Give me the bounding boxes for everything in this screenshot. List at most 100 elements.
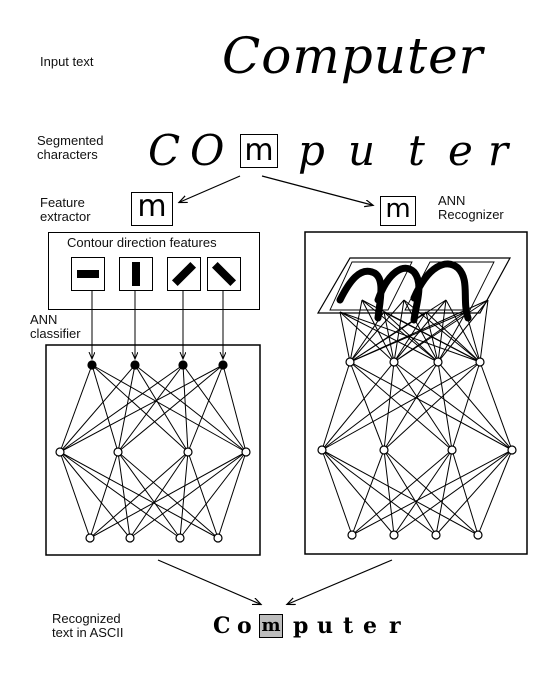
classifier-edge: [89, 451, 247, 539]
recognizer-input-node: [475, 357, 485, 367]
feature-diagonal-down-icon: [207, 257, 241, 291]
segmented-char: O: [190, 126, 225, 175]
recognizer-edge: [437, 299, 489, 363]
recognizer-char-box: m: [380, 196, 416, 226]
classifier-edge: [117, 364, 224, 453]
classifier-input-node: [130, 360, 140, 370]
network-edges: [59, 290, 513, 539]
recognizer-output-node: [347, 530, 357, 540]
classifier-edge: [217, 451, 247, 539]
classifier-edge: [59, 451, 91, 539]
recognizer-edge: [435, 449, 453, 536]
label-segmented-characters: Segmented characters: [37, 133, 104, 162]
recognizer-edge: [339, 311, 351, 363]
recognizer-edge: [349, 299, 447, 363]
segmented-char: C: [148, 126, 181, 175]
recognizer-output-node: [389, 530, 399, 540]
recognizer-edge: [437, 311, 467, 363]
recognizer-edge: [383, 361, 395, 451]
classifier-edge: [89, 451, 189, 539]
recognizer-edge: [437, 361, 453, 451]
label-input-text: Input text: [40, 54, 94, 69]
classifier-input-node: [218, 360, 228, 370]
recognizer-edge: [465, 311, 481, 363]
recognizer-hidden-node: [507, 445, 517, 455]
recognizer-input-node: [389, 357, 399, 367]
arrow-from-classifier: [157, 559, 260, 604]
classifier-edge: [59, 364, 93, 453]
classifier-output-node: [175, 533, 185, 543]
recognizer-edge: [383, 449, 395, 536]
arrow-to-feature-extractor: [180, 175, 241, 202]
recognized-char: o: [237, 613, 252, 639]
classifier-edge: [179, 451, 189, 539]
recognizer-edge: [479, 299, 489, 363]
recognizer-edge: [435, 449, 513, 536]
recognizer-edge: [383, 361, 481, 451]
recognizer-edge: [349, 311, 385, 363]
recognized-char: u: [317, 613, 333, 639]
classifier-edge: [59, 451, 181, 539]
recognizer-hidden-node: [447, 445, 457, 455]
classifier-edge: [129, 451, 247, 539]
label-ann-classifier: ANN classifier: [30, 312, 81, 341]
segmented-char-highlight: m: [240, 134, 278, 168]
classifier-edge: [59, 451, 131, 539]
recognizer-edge: [393, 361, 513, 451]
recognized-output-row: C o m p u t e r: [213, 612, 433, 640]
recognizer-edge: [393, 311, 427, 363]
recognized-char: C: [213, 613, 231, 639]
classifier-output-node: [85, 533, 95, 543]
classifier-edge: [182, 364, 247, 453]
classifier-output-node: [125, 533, 135, 543]
ann-classifier-box: [45, 344, 261, 556]
recognizer-edge: [351, 449, 453, 536]
recognizer-edge: [393, 299, 489, 363]
recognizer-edge: [349, 361, 385, 451]
classifier-hidden-node: [55, 447, 65, 457]
classifier-edge: [89, 451, 119, 539]
recognizer-edge: [477, 449, 513, 536]
recognizer-edge: [321, 361, 439, 451]
recognizer-edge: [361, 299, 395, 363]
classifier-edge: [59, 364, 136, 453]
classifier-edge: [117, 364, 136, 453]
recognizer-edge: [361, 299, 439, 363]
recognized-char: p: [293, 613, 309, 639]
classifier-hidden-node: [241, 447, 251, 457]
classifier-edge: [59, 364, 184, 453]
ann-recognizer-box: [304, 231, 528, 555]
arrow-to-recognizer: [261, 175, 372, 205]
classifier-edge: [117, 364, 184, 453]
recognizer-output-node: [431, 530, 441, 540]
recognizer-hidden-node: [379, 445, 389, 455]
classifier-edge: [91, 364, 247, 453]
classifier-edge: [187, 451, 219, 539]
label-ann-recognizer: ANN Recognizer: [438, 193, 504, 222]
classifier-edge: [117, 451, 181, 539]
recognizer-edge: [383, 449, 437, 536]
recognizer-edge: [321, 449, 437, 536]
classifier-output-node: [213, 533, 223, 543]
recognizer-edge: [321, 361, 481, 451]
classifier-edge: [182, 364, 189, 453]
recognizer-edge: [349, 299, 489, 363]
recognizer-input-node: [345, 357, 355, 367]
recognizer-edge: [437, 299, 447, 363]
recognizer-edge: [383, 311, 439, 363]
contour-features-title: Contour direction features: [67, 235, 217, 250]
recognizer-edge: [321, 449, 395, 536]
arrow-from-recognizer: [288, 559, 393, 604]
recognizer-hidden-node: [317, 445, 327, 455]
classifier-edge: [59, 364, 224, 453]
label-feature-extractor: Feature extractor: [40, 195, 91, 224]
classifier-edge: [117, 451, 131, 539]
classifier-edge: [129, 451, 189, 539]
recognizer-edge: [349, 299, 363, 363]
recognizer-edge: [383, 361, 439, 451]
classifier-edge: [187, 364, 224, 453]
classifier-hidden-node: [183, 447, 193, 457]
recognizer-edge: [451, 449, 479, 536]
